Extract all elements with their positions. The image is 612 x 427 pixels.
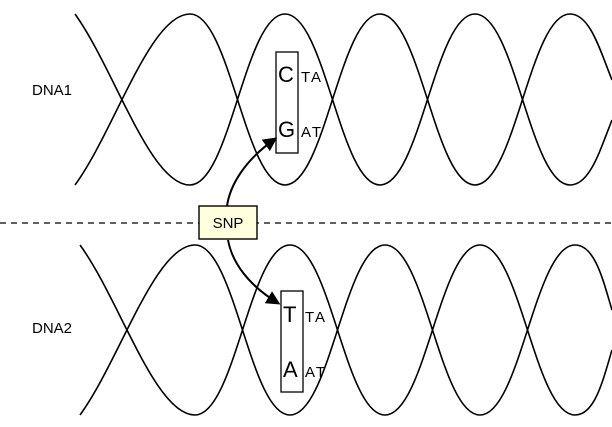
dna2-strand-b <box>79 244 612 416</box>
dna2-top-flank: TA <box>305 309 327 326</box>
snp-box <box>198 205 258 240</box>
dna1-snp-highlight <box>275 51 299 154</box>
dna1-bottom-flank: AT <box>301 124 323 141</box>
dna1-strand-a <box>74 13 612 186</box>
dna2-bottom-flank: AT <box>305 364 327 381</box>
dna1-top-snp-base: C <box>278 62 294 87</box>
dna2-label: DNA2 <box>32 320 72 337</box>
dna1-strand-b <box>74 13 612 186</box>
dna2-snp-highlight <box>280 290 304 393</box>
dna1-top-flank: TA <box>301 69 323 86</box>
arrow-to-dna1 <box>226 137 278 207</box>
dna2-bottom-snp-base: A <box>283 357 298 382</box>
dna1-bottom-snp-base: G <box>278 117 295 142</box>
dna1-helix <box>74 13 612 186</box>
snp-label: SNP <box>213 215 244 232</box>
arrow-to-dna2 <box>227 239 281 305</box>
dna2-top-snp-base: T <box>283 302 296 327</box>
dna2-helix <box>79 244 612 416</box>
dna1-label: DNA1 <box>32 82 72 99</box>
dna2-strand-a <box>79 244 612 416</box>
